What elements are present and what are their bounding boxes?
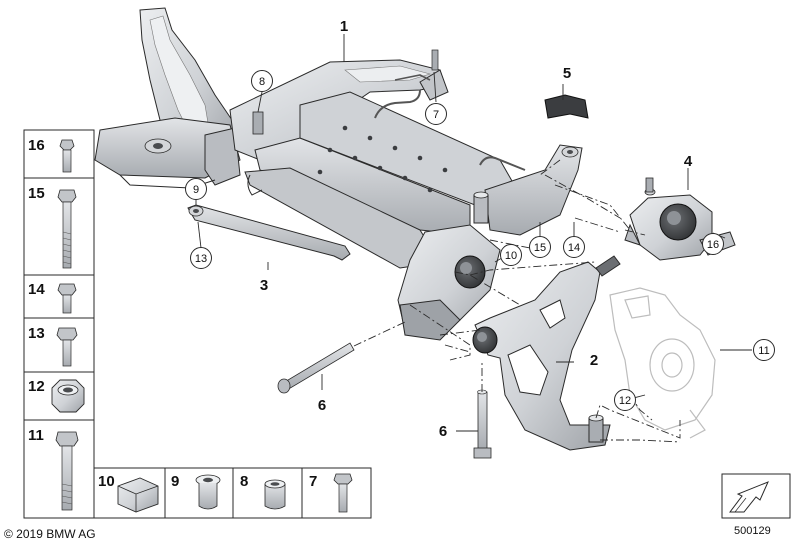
svg-text:10: 10 (505, 250, 517, 262)
legend-11: 11 (28, 427, 44, 444)
callout-circle-8: 8 (251, 70, 273, 92)
bolt-14-icon (57, 283, 77, 314)
wishbone (472, 255, 621, 451)
callout-4: 4 (684, 153, 693, 170)
callout-circle-14: 14 (563, 236, 585, 258)
bolt-long-6a (277, 342, 355, 394)
subframe (94, 7, 583, 341)
circled-callouts: 7 8 9 13 10 15 14 16 (185, 70, 775, 411)
callout-6-lower: 6 (439, 423, 447, 440)
svg-text:12: 12 (619, 395, 631, 407)
callout-circle-10: 10 (500, 244, 522, 266)
copyright: © 2019 BMW AG (4, 527, 96, 541)
wheel-carrier-ghost (609, 287, 716, 439)
bolt-16-icon (59, 139, 75, 173)
svg-text:14: 14 (568, 242, 580, 254)
svg-text:9: 9 (193, 184, 199, 196)
callout-3: 3 (260, 277, 268, 294)
nut-12-icon (51, 379, 85, 413)
legend-15: 15 (28, 185, 45, 202)
legend-10: 10 (98, 473, 115, 490)
bolt-7 (431, 49, 439, 71)
bolt-11-icon (55, 431, 79, 511)
svg-text:8: 8 (259, 76, 265, 88)
callout-circle-16: 16 (702, 233, 724, 255)
legend-8: 8 (240, 473, 248, 490)
callout-2: 2 (590, 352, 598, 369)
callout-6-upper: 6 (318, 397, 326, 414)
legend-14: 14 (28, 281, 45, 298)
legend-7: 7 (309, 473, 317, 490)
callout-5: 5 (563, 65, 571, 82)
svg-text:11: 11 (758, 345, 769, 357)
diagram-id: 500129 (734, 525, 771, 537)
callout-1: 1 (340, 18, 348, 35)
svg-text:15: 15 (534, 242, 546, 254)
legend-bottom-row: 10 9 8 7 (93, 467, 372, 519)
tension-strut (187, 204, 351, 261)
bolt-15-icon (57, 189, 77, 269)
callout-circle-9: 9 (185, 178, 207, 200)
callout-circle-11: 11 (753, 339, 775, 361)
direction-arrow-box (721, 473, 791, 519)
pad (544, 94, 589, 119)
bolt-7-icon (333, 473, 353, 513)
svg-text:13: 13 (195, 253, 207, 265)
sleeve-8-icon (264, 479, 286, 510)
callout-circle-12: 12 (614, 389, 636, 411)
callout-circle-15: 15 (529, 236, 551, 258)
svg-text:16: 16 (707, 239, 719, 251)
legend-12: 12 (28, 378, 45, 395)
bolt-long-6b (473, 389, 492, 459)
callout-circle-7: 7 (425, 103, 447, 125)
legend-left-column: 16 15 14 13 12 11 (23, 129, 95, 519)
sleeve-9-icon (195, 474, 221, 510)
svg-text:7: 7 (433, 109, 439, 121)
bolt-13-icon (56, 327, 78, 367)
legend-9: 9 (171, 473, 179, 490)
pad-10-icon (117, 477, 159, 513)
assembly-lines (353, 159, 681, 443)
callout-circle-13: 13 (190, 247, 212, 269)
callout-numbers: 1 5 4 2 3 6 6 (260, 18, 693, 440)
legend-13: 13 (28, 325, 45, 342)
legend-16: 16 (28, 137, 45, 154)
